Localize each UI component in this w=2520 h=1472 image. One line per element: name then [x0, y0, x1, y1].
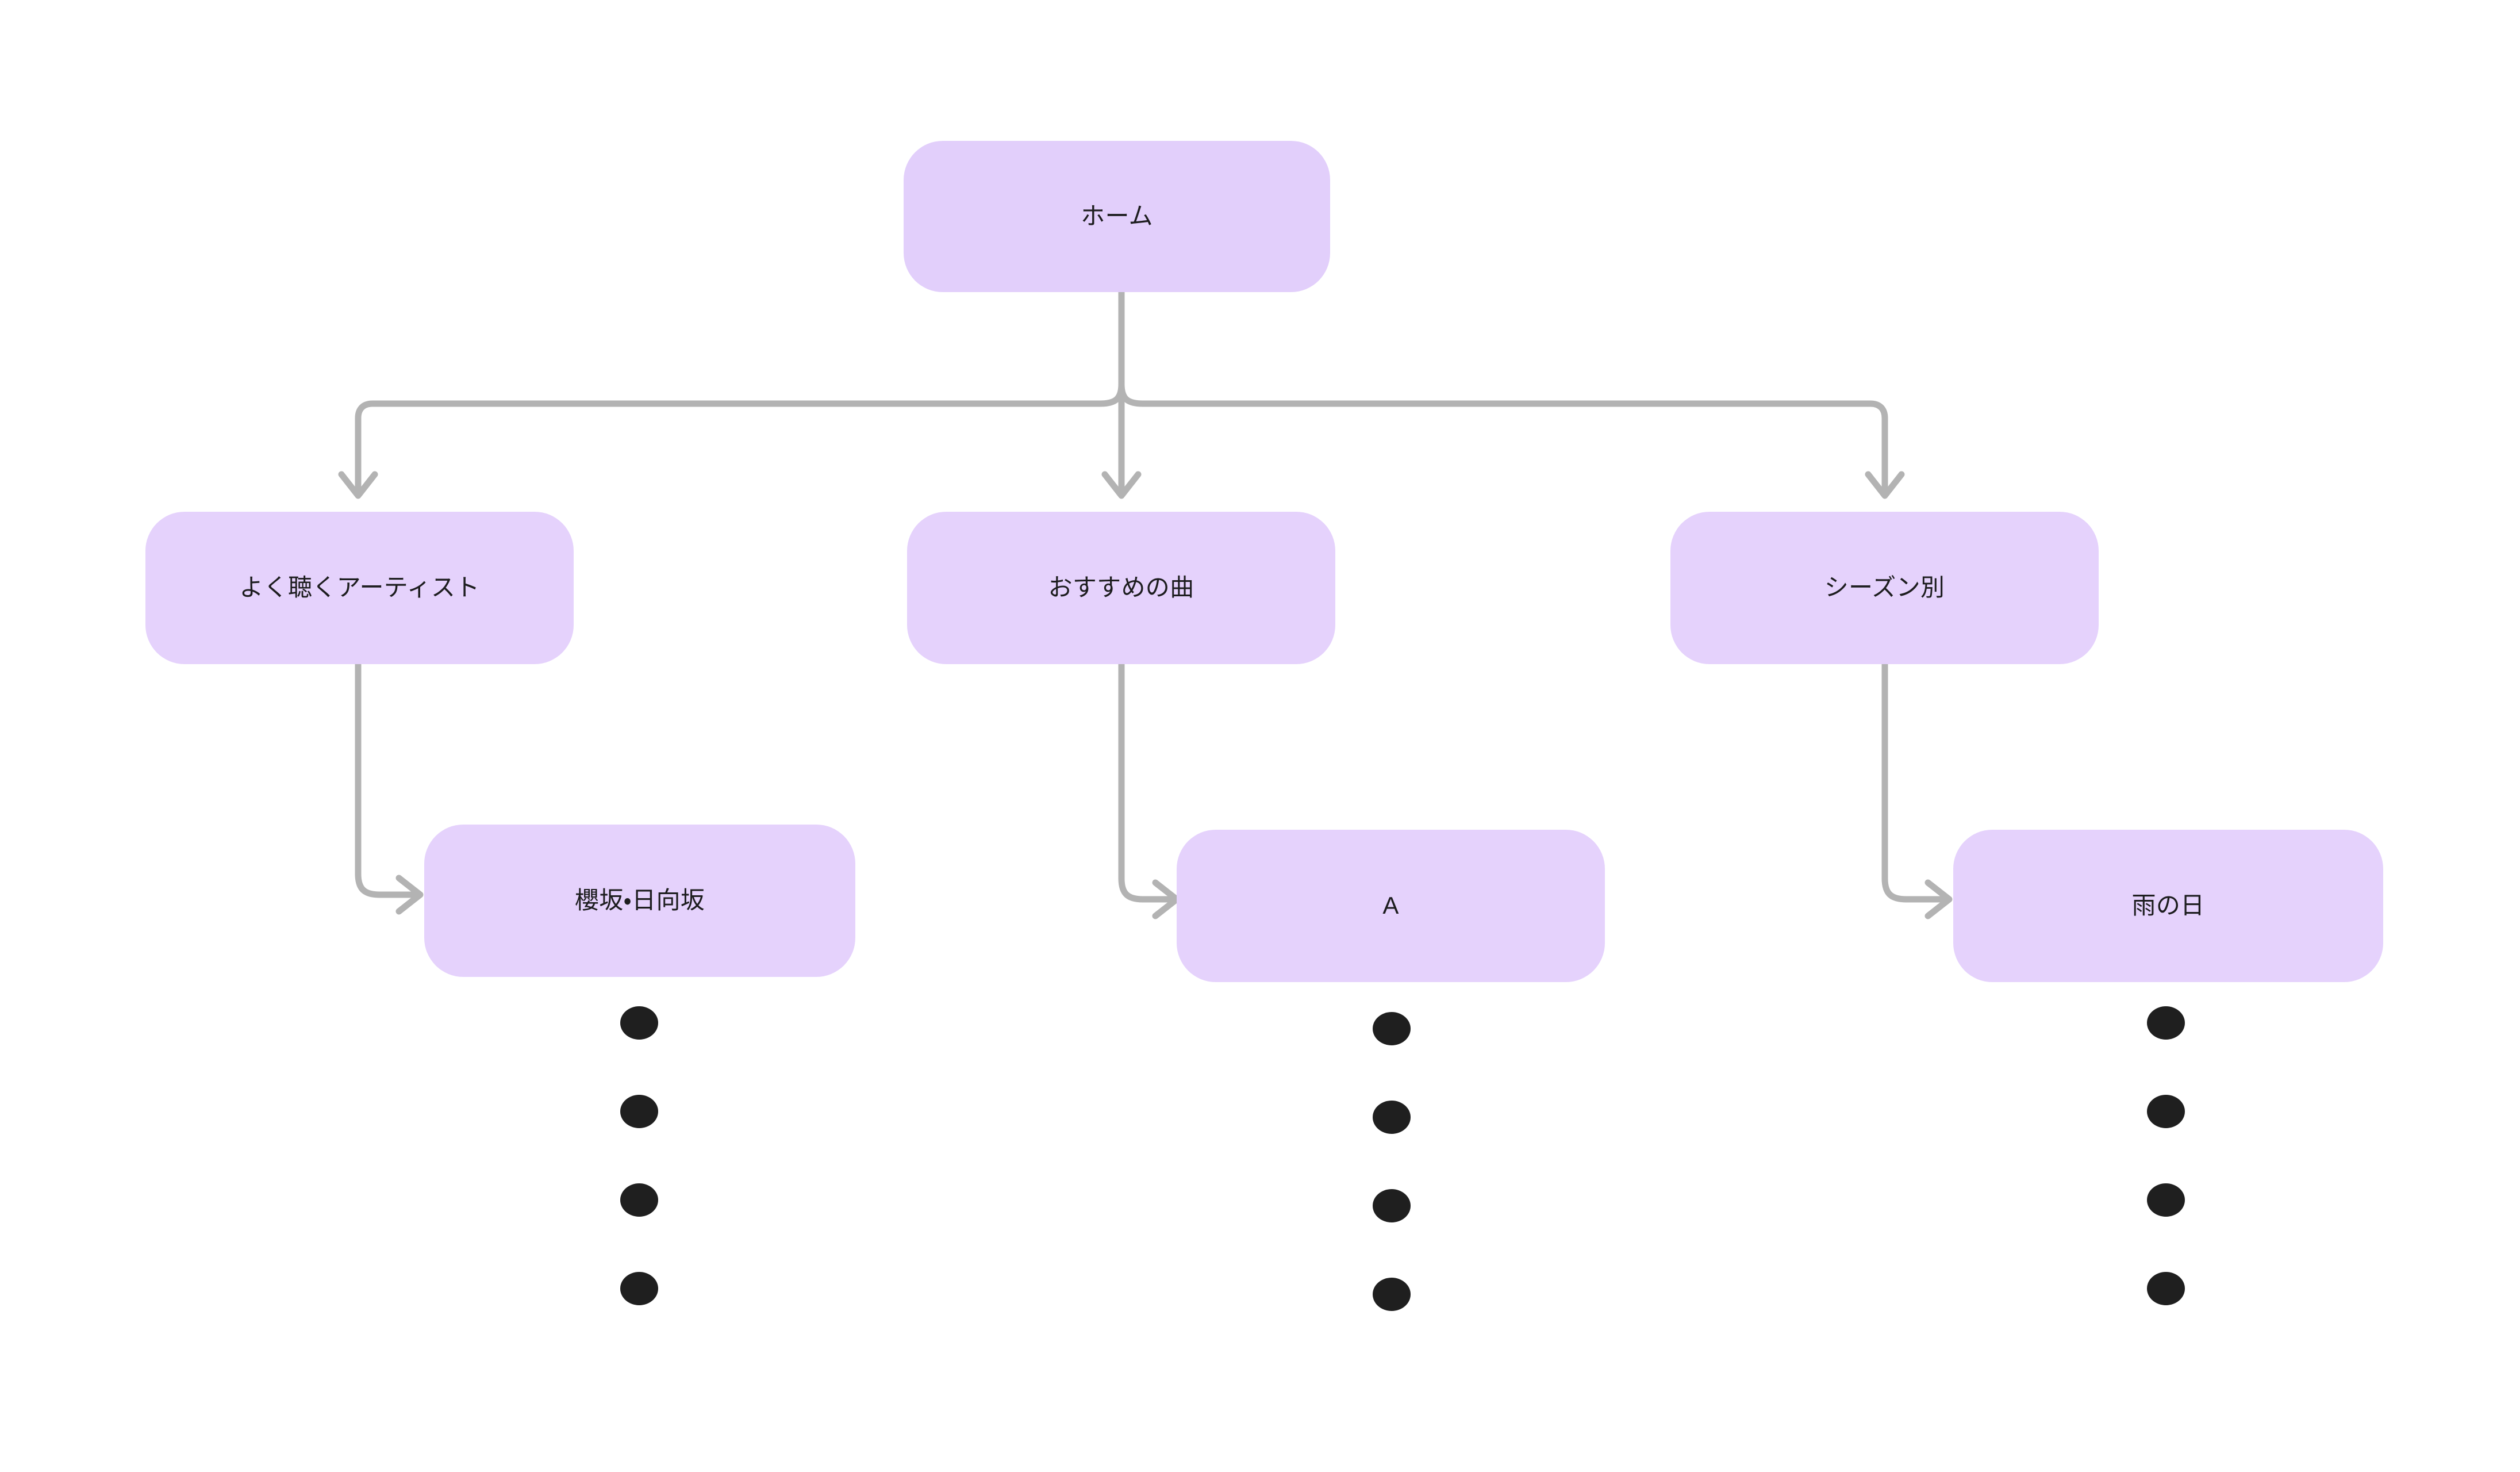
- arrowhead-by-season: [1865, 471, 1905, 499]
- arrowhead-song-a: [1152, 879, 1180, 919]
- arrowhead-recommended-songs: [1101, 471, 1142, 499]
- bullet-dot: [620, 1095, 658, 1128]
- node-song-a-label: A: [1382, 892, 1399, 919]
- bullet-dot: [2147, 1095, 2185, 1128]
- arrowhead-sakurazaka: [395, 875, 424, 915]
- bullet-dot: [2147, 1006, 2185, 1040]
- bullet-dot: [1373, 1101, 1411, 1134]
- node-frequent-artists[interactable]: よく聴くアーティスト: [145, 512, 574, 664]
- node-song-a[interactable]: A: [1177, 830, 1605, 982]
- arrowhead-rainy-day: [1924, 879, 1953, 919]
- node-sakurazaka-hinatazaka-label: 櫻坂・日向坂: [574, 887, 705, 914]
- bullet-dot: [1373, 1012, 1411, 1045]
- node-rainy-day-label: 雨の日: [2131, 892, 2205, 919]
- edge-by-season-to-rainy-day: [1881, 661, 1949, 903]
- node-rainy-day[interactable]: 雨の日: [1953, 830, 2383, 982]
- bullet-dot: [620, 1183, 658, 1217]
- node-by-season[interactable]: シーズン別: [1670, 512, 2099, 664]
- edge-home-to-by-season: [1118, 381, 1888, 496]
- edge-recommended-songs-to-song-a: [1118, 661, 1176, 903]
- node-recommended-songs[interactable]: おすすめの曲: [907, 512, 1335, 664]
- bullet-dot: [2147, 1272, 2185, 1305]
- node-frequent-artists-label: よく聴くアーティスト: [239, 574, 480, 601]
- bullet-dot: [620, 1272, 658, 1305]
- node-recommended-songs-label: おすすめの曲: [1048, 574, 1194, 601]
- dots-under-rainy-day: [2147, 1006, 2185, 1305]
- edge-frequent-artists-to-sakurazaka: [355, 661, 420, 898]
- node-sakurazaka-hinatazaka[interactable]: 櫻坂・日向坂: [424, 825, 855, 977]
- dots-under-sakurazaka: [620, 1006, 658, 1305]
- arrowhead-frequent-artists: [338, 471, 378, 499]
- node-by-season-label: シーズン別: [1824, 574, 1945, 601]
- node-home[interactable]: ホーム: [904, 141, 1330, 292]
- bullet-dot: [620, 1006, 658, 1040]
- dots-under-song-a: [1373, 1012, 1411, 1311]
- node-home-label: ホーム: [1081, 202, 1153, 230]
- edge-home-to-frequent-artists: [355, 381, 1125, 496]
- bullet-dot: [1373, 1189, 1411, 1222]
- bullet-dot: [2147, 1183, 2185, 1217]
- bullet-dot: [1373, 1278, 1411, 1311]
